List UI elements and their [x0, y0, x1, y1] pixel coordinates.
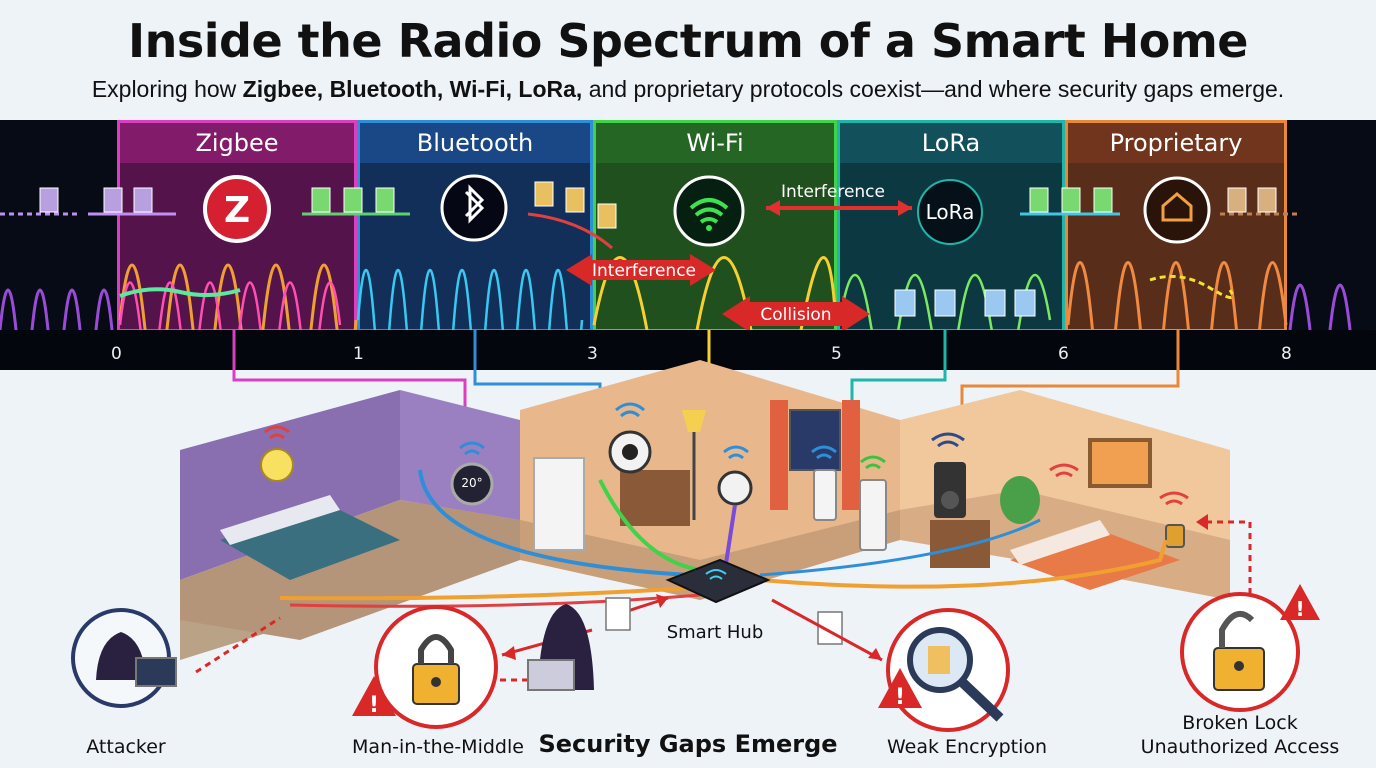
right-dresser [930, 520, 990, 568]
right-bed [1010, 530, 1180, 590]
warning-weak-encryption-icon [878, 668, 922, 708]
left-bed [220, 505, 400, 580]
connector-zigbee [232, 330, 467, 408]
signal-trace-zigbee [119, 287, 241, 298]
motion-sensor [813, 469, 837, 521]
packets-zigbee [39, 187, 153, 213]
weak-encryption-label: Weak Encryption [886, 736, 1048, 758]
broken-lock-label: Broken Lock [1182, 712, 1298, 734]
thermostat-readout: 20° [461, 476, 483, 490]
band-zigbee-label: Zigbee [120, 123, 354, 163]
curtain-right [842, 400, 860, 510]
packets-drift [534, 181, 617, 229]
band-wifi-label: Wi-Fi [596, 123, 834, 163]
attacker-laptop [135, 657, 177, 687]
smart-speaker [934, 462, 966, 518]
interference-mid-label: Interference [592, 261, 697, 281]
packets-lower [894, 289, 1036, 317]
connector-proprietary [960, 330, 1180, 410]
svg-text:!: ! [895, 685, 905, 710]
security-gaps-heading: Security Gaps Emerge [538, 730, 838, 758]
packets-lora [1029, 187, 1113, 213]
smart-hub-device [665, 558, 771, 604]
cable-blue [418, 469, 691, 577]
tick-3: 3 [587, 344, 598, 364]
indoor-camera [717, 470, 753, 506]
band-proprietary-label: Proprietary [1068, 123, 1284, 163]
tick-6: 6 [1058, 344, 1069, 364]
wall-panel [859, 479, 887, 551]
left-room-floor [180, 500, 520, 640]
interference-top-label: Interference [780, 182, 885, 202]
ac-unit [533, 457, 585, 551]
svg-text:!: ! [369, 693, 379, 718]
interference-mid-arrow [566, 254, 716, 286]
intercepted-doc-1 [605, 597, 631, 631]
wifi-signal-icons [264, 402, 1189, 506]
svg-text:Z: Z [224, 190, 250, 231]
window [789, 409, 841, 471]
cable-green [598, 479, 701, 572]
connector-lora [850, 330, 947, 400]
spectrum-strip: Zigbee Bluetooth Wi-Fi LoRa Proprietary … [0, 120, 1376, 370]
unauthorized-path [1200, 520, 1252, 594]
tick-0: 0 [111, 344, 122, 364]
collision-label: Collision [760, 305, 832, 325]
wall-picture [1088, 438, 1152, 488]
cable-purple [723, 504, 737, 571]
collision-arrow [722, 296, 870, 332]
spectrum-waves: Z LoRa [0, 174, 1372, 370]
page-title: Inside the Radio Spectrum of a Smart Hom… [128, 14, 1248, 68]
subtitle-prefix: Exploring how [91, 76, 243, 102]
packets-bluetooth [311, 187, 395, 213]
packets-proprietary [1227, 187, 1277, 213]
tick-8: 8 [1281, 344, 1292, 364]
cable-right-2 [759, 518, 1041, 577]
plant [1000, 476, 1040, 524]
page-subtitle: Exploring how Zigbee, Bluetooth, Wi-Fi, … [0, 76, 1376, 103]
warning-mitm-icon [352, 676, 396, 716]
curtain-left [770, 400, 788, 510]
smart-hub-label: Smart Hub [666, 622, 764, 643]
tick-5: 5 [831, 344, 842, 364]
cable-red [289, 593, 701, 608]
tick-1: 1 [353, 344, 364, 364]
wave-proprietary [1066, 261, 1288, 370]
signal-trace-proprietary [1149, 274, 1234, 299]
band-bluetooth-label: Bluetooth [360, 123, 590, 163]
dresser [620, 470, 690, 526]
weak-enc-arrow [771, 598, 883, 662]
light-bulb-icon [260, 448, 294, 482]
attacker-label: Attacker [86, 736, 166, 758]
svg-text:!: ! [1295, 597, 1304, 621]
smart-lock [1165, 524, 1185, 548]
mitm-label: Man-in-the-Middle [352, 736, 524, 758]
warning-broken-lock-icon [1280, 584, 1320, 620]
floor-lamp [682, 410, 706, 432]
cable-orange [279, 586, 691, 601]
hacker-laptop [527, 659, 575, 691]
band-lora-label: LoRa [840, 123, 1062, 163]
smart-home-icon [1143, 176, 1211, 244]
drift-arrow [527, 212, 613, 250]
lora-icon-label: LoRa [926, 200, 975, 224]
unauthorized-access-label: Unauthorized Access [1140, 736, 1340, 758]
attacker-path [195, 616, 281, 674]
subtitle-protocols: Zigbee, Bluetooth, Wi-Fi, LoRa, [242, 76, 583, 102]
middle-room-floor [520, 510, 900, 600]
subtitle-suffix: and proprietary protocols coexist—and wh… [582, 76, 1285, 102]
zigbee-logo-icon [203, 175, 271, 243]
lora-icon [917, 179, 983, 245]
thermostat [450, 462, 494, 506]
cable-right [759, 539, 1168, 589]
